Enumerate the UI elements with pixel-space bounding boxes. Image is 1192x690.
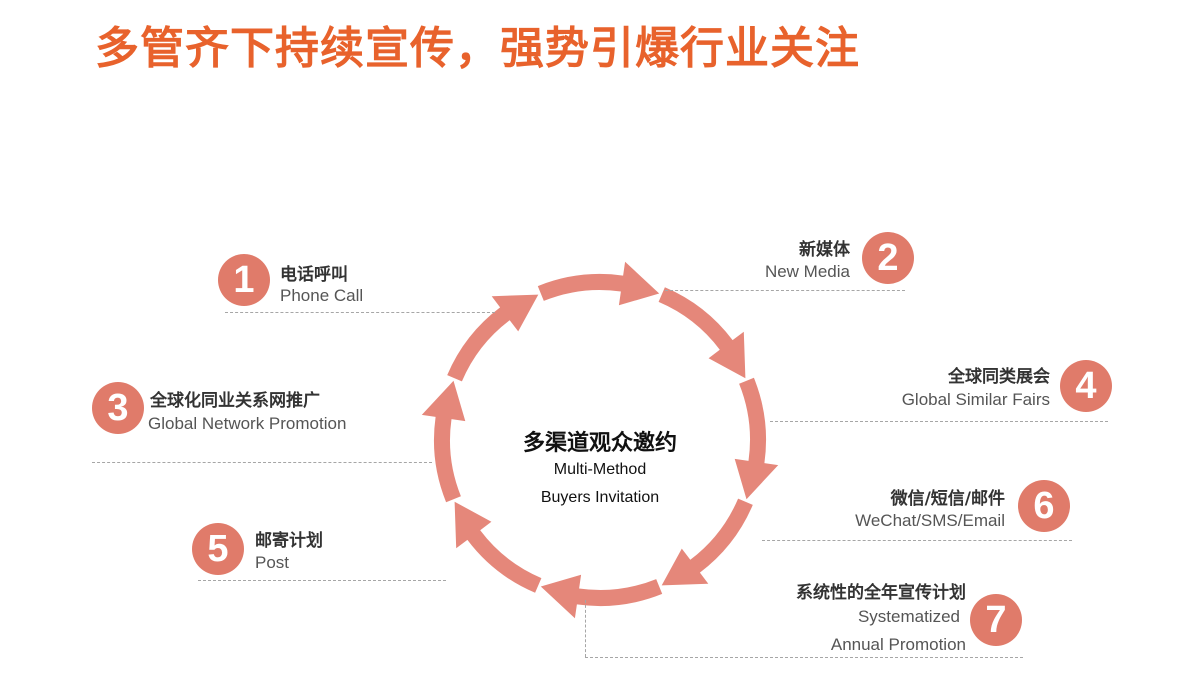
- leader-line-6: [762, 540, 1072, 541]
- step-1-badge: 1: [218, 254, 270, 306]
- cycle-arrow-4: [661, 498, 753, 586]
- leader-line-2: [665, 290, 905, 291]
- step-6-title: 微信/短信/邮件: [890, 489, 1005, 509]
- cycle-arrow-1: [537, 261, 660, 306]
- page-title: 多管齐下持续宣传，强势引爆行业关注: [95, 23, 860, 74]
- step-2-badge: 2: [862, 232, 914, 284]
- step-2-title: 新媒体: [799, 240, 850, 260]
- step-5-badge: 5: [192, 523, 244, 575]
- step-7-title: 系统性的全年宣传计划: [796, 583, 966, 603]
- step-5-subtitle: Post: [255, 553, 290, 572]
- cycle-arrow-5: [540, 574, 663, 619]
- step-1-title: 电话呼叫: [280, 265, 348, 285]
- step-6-subtitle: WeChat/SMS/Email: [855, 511, 1005, 530]
- leader-line-4: [770, 421, 1108, 422]
- cycle-arrow-7: [421, 380, 466, 503]
- center-subtitle-line1: Multi-Method: [553, 461, 647, 478]
- step-3-badge: 3: [92, 382, 144, 434]
- step-3-title: 全球化同业关系网推广: [150, 391, 320, 411]
- step-7-subtitle-line2: Annual Promotion: [830, 635, 966, 654]
- cycle-arrow-2: [658, 287, 746, 379]
- leader-line-7: [585, 657, 1023, 658]
- step-4-badge: 4: [1060, 360, 1112, 412]
- center-title: 多渠道观众邀约: [522, 431, 677, 456]
- center-subtitle-line2: Buyers Invitation: [540, 489, 660, 506]
- cycle-arrow-8: [447, 294, 539, 382]
- step-2-subtitle: New Media: [764, 262, 850, 281]
- cycle-arrow-6: [454, 501, 542, 593]
- step-6-badge: 6: [1018, 480, 1070, 532]
- step-4-title: 全球同类展会: [948, 367, 1050, 387]
- leader-line-5: [198, 580, 446, 581]
- step-7-subtitle-line1: Systematized: [857, 607, 960, 626]
- step-3-subtitle: Global Network Promotion: [148, 414, 347, 433]
- step-5-title: 邮寄计划: [255, 531, 323, 551]
- step-4-subtitle: Global Similar Fairs: [901, 390, 1050, 409]
- cycle-arrow-3: [734, 377, 779, 500]
- leader-line-3: [92, 462, 432, 463]
- step-7-badge: 7: [970, 594, 1022, 646]
- leader-line-1: [225, 312, 495, 313]
- step-1-subtitle: Phone Call: [280, 286, 364, 305]
- leader-line-7-vertical: [585, 600, 586, 657]
